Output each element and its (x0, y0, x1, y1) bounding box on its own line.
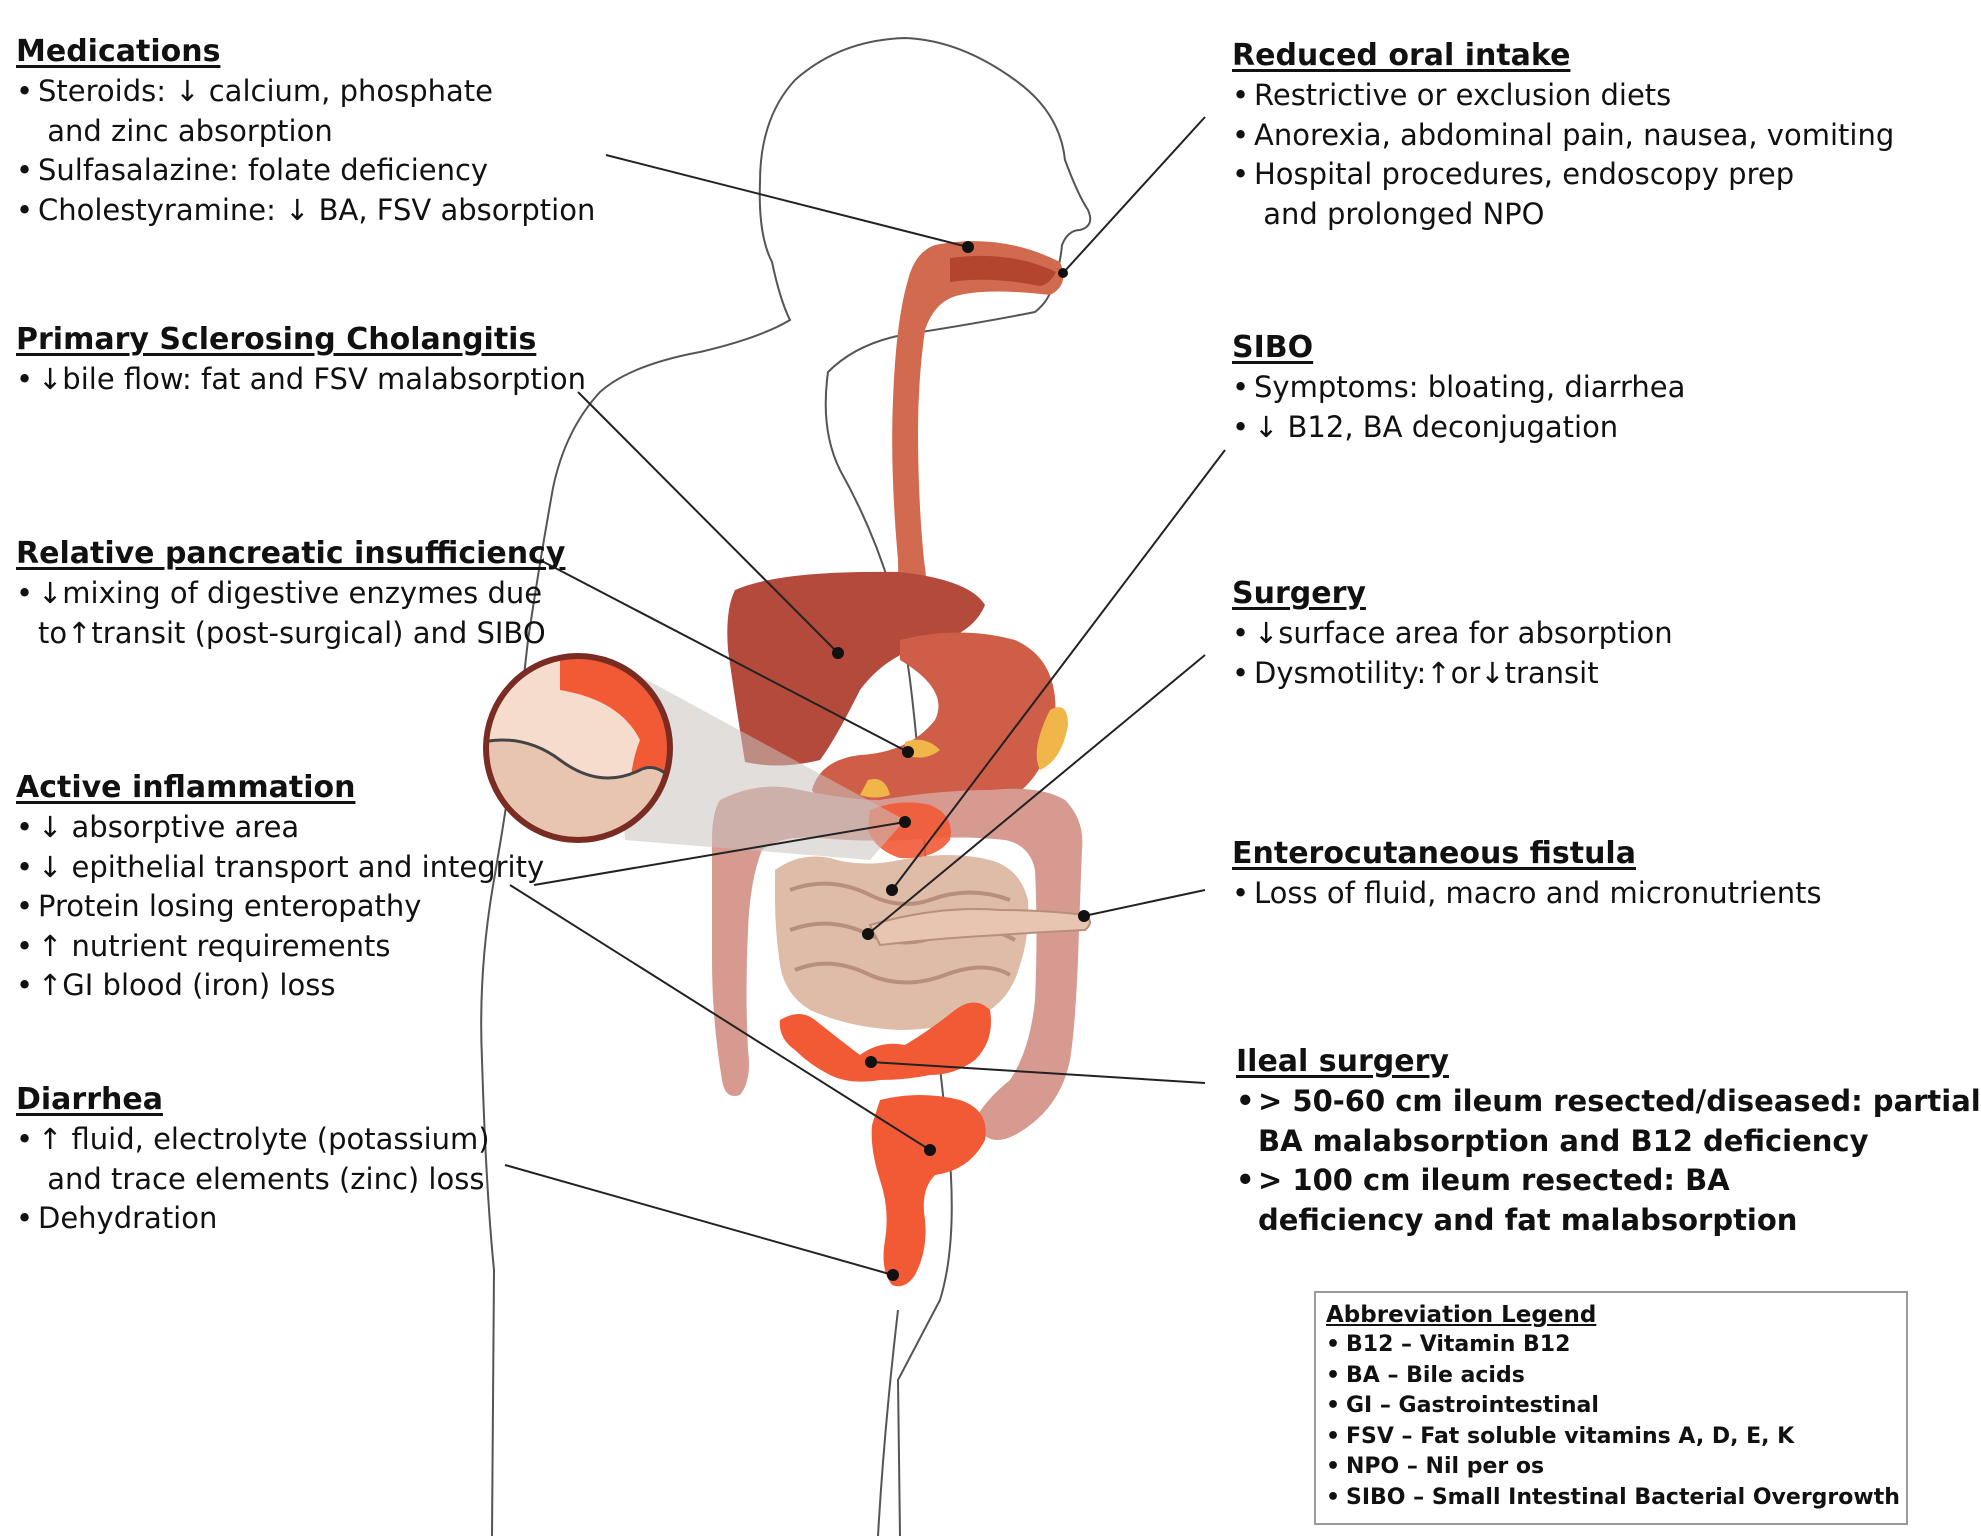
leader-fistula (1083, 889, 1206, 917)
list-item: > 50-60 cm ileum resected/diseased: part… (1236, 1082, 1981, 1161)
leader-diarrhea (504, 1164, 894, 1276)
list-item: Steroids: ↓ calcium, phosphate and zinc … (16, 72, 595, 151)
legend-item: NPO – Nil per os (1326, 1452, 1896, 1483)
ileal-block: Ileal surgery > 50-60 cm ileum resected/… (1236, 1042, 1981, 1240)
leader-sibo (891, 449, 1226, 891)
diarrhea-list: ↑ fluid, electrolyte (potassium) and tra… (16, 1120, 490, 1239)
zoom-circle-border (483, 653, 673, 843)
list-item: > 100 cm ileum resected: BA deficiency a… (1236, 1161, 1981, 1240)
inflammation-heading: Active inflammation (16, 770, 356, 805)
legend-item: BA – Bile acids (1326, 1361, 1896, 1392)
inflammation-block: Active inflammation ↓ absorptive area ↓ … (16, 768, 544, 1006)
list-item: ↓ B12, BA deconjugation (1232, 408, 1685, 448)
dot-psc (832, 647, 844, 659)
list-item: Anorexia, abdominal pain, nausea, vomiti… (1232, 116, 1894, 156)
list-item: ↑ fluid, electrolyte (potassium) and tra… (16, 1120, 490, 1199)
leader-inflammation-2 (509, 884, 931, 1151)
legend-item: B12 – Vitamin B12 (1326, 1330, 1896, 1361)
left-leg-gap (877, 1309, 899, 1536)
dot-inflammation-2 (924, 1144, 936, 1156)
inflamed-rectum (871, 1095, 986, 1287)
list-item: ↓bile flow: fat and FSV malabsorption (16, 360, 586, 400)
pancreatic-block: Relative pancreatic insufficiency ↓mixin… (16, 534, 565, 653)
oral-intake-heading: Reduced oral intake (1232, 38, 1571, 73)
legend-title: Abbreviation Legend (1326, 1302, 1597, 1328)
liver (727, 571, 985, 766)
list-item: Dysmotility:↑or↓transit (1232, 654, 1673, 694)
list-item: ↑GI blood (iron) loss (16, 966, 544, 1006)
list-item: ↓ absorptive area (16, 808, 544, 848)
psc-list: ↓bile flow: fat and FSV malabsorption (16, 360, 586, 400)
dot-diarrhea (887, 1269, 899, 1281)
legend-item: SIBO – Small Intestinal Bacterial Overgr… (1326, 1483, 1900, 1514)
legend-item: FSV – Fat soluble vitamins A, D, E, K (1326, 1422, 1896, 1453)
leader-oral-intake (1062, 116, 1206, 274)
list-item: Restrictive or exclusion diets (1232, 76, 1894, 116)
list-item: ↓mixing of digestive enzymes due to↑tran… (16, 574, 565, 653)
inflamed-ileum (779, 1002, 991, 1082)
psc-block: Primary Sclerosing Cholangitis ↓bile flo… (16, 320, 586, 400)
list-item: Loss of fluid, macro and micronutrients (1232, 874, 1822, 914)
list-item: Dehydration (16, 1199, 490, 1239)
list-item: ↓ epithelial transport and integrity (16, 848, 544, 888)
list-item: ↓surface area for absorption (1232, 614, 1673, 654)
oral-intake-block: Reduced oral intake Restrictive or exclu… (1232, 36, 1894, 234)
leader-ileal (870, 1061, 1206, 1084)
leader-surgery (867, 654, 1206, 935)
leader-inflammation-1 (533, 821, 906, 886)
inflammation-list: ↓ absorptive area ↓ epithelial transport… (16, 808, 544, 1006)
pancreatic-list: ↓mixing of digestive enzymes due to↑tran… (16, 574, 565, 653)
dot-surgery (862, 928, 874, 940)
list-item: Hospital procedures, endoscopy prep and … (1232, 155, 1894, 234)
list-item: Protein losing enteropathy (16, 887, 544, 927)
dot-medications (962, 241, 974, 253)
sibo-heading: SIBO (1232, 330, 1314, 365)
anatomy-illustration (480, 36, 1226, 1536)
medications-heading: Medications (16, 34, 221, 69)
surgery-heading: Surgery (1232, 576, 1366, 611)
surgery-list: ↓surface area for absorption Dysmotility… (1232, 614, 1673, 693)
dot-pancreatic (902, 746, 914, 758)
fistula-block: Enterocutaneous fistula Loss of fluid, m… (1232, 834, 1822, 914)
legend-list: B12 – Vitamin B12 BA – Bile acids GI – G… (1326, 1330, 1900, 1514)
fistula-heading: Enterocutaneous fistula (1232, 836, 1636, 871)
dot-ileal (865, 1056, 877, 1068)
fistula-list: Loss of fluid, macro and micronutrients (1232, 874, 1822, 914)
leader-pancreatic (539, 559, 909, 753)
list-item: ↑ nutrient requirements (16, 927, 544, 967)
diarrhea-block: Diarrhea ↑ fluid, electrolyte (potassium… (16, 1080, 490, 1239)
throat-band (950, 255, 1056, 286)
sibo-list: Symptoms: bloating, diarrhea ↓ B12, BA d… (1232, 368, 1685, 447)
legend-item: GI – Gastrointestinal (1326, 1391, 1896, 1422)
surgery-block: Surgery ↓surface area for absorption Dys… (1232, 574, 1673, 693)
dot-inflammation-1 (899, 816, 911, 828)
zoom-cone (610, 660, 905, 860)
ileal-list: > 50-60 cm ileum resected/diseased: part… (1236, 1082, 1981, 1240)
dot-oral-intake (1058, 268, 1068, 278)
oral-intake-list: Restrictive or exclusion diets Anorexia,… (1232, 76, 1894, 234)
medications-block: Medications Steroids: ↓ calcium, phospha… (16, 32, 595, 230)
medications-list: Steroids: ↓ calcium, phosphate and zinc … (16, 72, 595, 230)
pancreas (860, 707, 1068, 798)
sibo-block: SIBO Symptoms: bloating, diarrhea ↓ B12,… (1232, 328, 1685, 447)
list-item: Sulfasalazine: folate deficiency (16, 151, 595, 191)
ileal-heading: Ileal surgery (1236, 1044, 1449, 1079)
psc-heading: Primary Sclerosing Cholangitis (16, 322, 537, 357)
list-item: Cholestyramine: ↓ BA, FSV absorption (16, 191, 595, 231)
abbreviation-legend: Abbreviation Legend B12 – Vitamin B12 BA… (1314, 1291, 1908, 1525)
dot-sibo (886, 884, 898, 896)
leader-medications (605, 154, 969, 248)
fistula-tract (868, 908, 1091, 947)
leader-psc (577, 391, 839, 654)
diarrhea-heading: Diarrhea (16, 1082, 163, 1117)
pancreatic-heading: Relative pancreatic insufficiency (16, 536, 566, 571)
list-item: Symptoms: bloating, diarrhea (1232, 368, 1685, 408)
dot-fistula (1078, 910, 1090, 922)
